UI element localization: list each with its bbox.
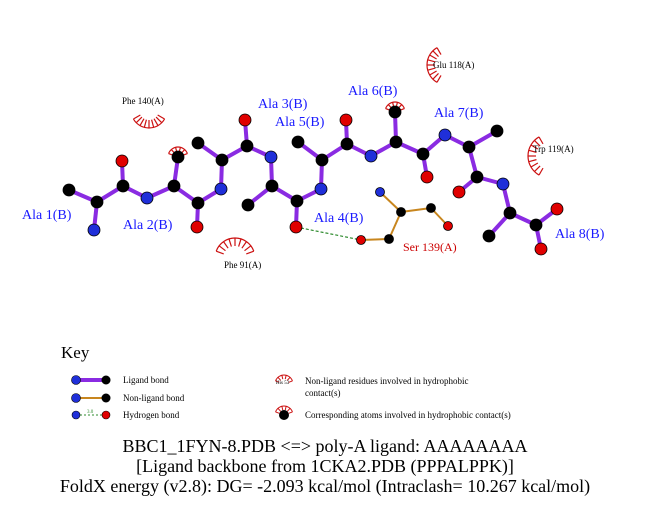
residue-label-ala1: Ala 1(B) xyxy=(22,208,72,223)
carbon-atom xyxy=(265,179,279,193)
oxygen-atom xyxy=(115,154,129,168)
key-ligand-bond-label: Ligand bond xyxy=(123,375,169,385)
residue-label-ala6: Ala 6(B) xyxy=(348,84,398,99)
key-corresponding-atom xyxy=(279,410,289,420)
carbon-atom xyxy=(62,183,76,197)
key-nonligand-residues-line2: contact(s) xyxy=(305,388,340,398)
oxygen-atom xyxy=(238,113,252,127)
carbon-atom xyxy=(240,139,254,153)
key-hydrophobic-arc-icon xyxy=(275,374,293,383)
nonligand-bond xyxy=(388,211,402,240)
caption-line-1: BBC1_1FYN-8.PDB <=> poly-A ligand: AAAAA… xyxy=(123,436,528,456)
nitrogen-atom xyxy=(364,149,378,163)
carbon-atom xyxy=(171,150,185,164)
carbon-atom xyxy=(315,153,329,167)
oxygen-atom xyxy=(550,202,564,216)
residue-label-ser139: Ser 139(A) xyxy=(403,240,457,254)
carbon-atom xyxy=(462,140,476,154)
carbon-atom xyxy=(191,196,205,210)
carbon-atom xyxy=(241,198,255,212)
key-hbond-atom-right xyxy=(101,410,111,420)
residue-label-ala7: Ala 7(B) xyxy=(434,106,484,121)
key-arc xyxy=(275,374,293,383)
nonligand-bonds xyxy=(360,191,449,241)
caption-line-2: [Ligand backbone from 1CKA2.PDB (PPPALPP… xyxy=(136,456,514,477)
oxygen-atom xyxy=(190,220,204,234)
nonligand-bond xyxy=(400,207,432,213)
carbon-atom xyxy=(482,229,496,243)
nitrogen-atom xyxy=(496,177,510,191)
caption-line-3: FoldX energy (v2.8): DG= -2.093 kcal/mol… xyxy=(60,476,590,497)
key-nonligand-atom-right xyxy=(101,393,111,403)
key-corresponding-atom-icon xyxy=(275,405,293,414)
carbon-atom xyxy=(388,105,402,119)
key-hbond-label: Hydrogen bond xyxy=(123,410,180,420)
carbon-atom xyxy=(340,137,354,151)
oxygen-atom xyxy=(534,242,548,256)
residue-label-ala4: Ala 4(B) xyxy=(314,211,364,226)
carbon-atom xyxy=(503,206,517,220)
carbon-atom xyxy=(90,195,104,209)
hydrophobic-arc-phe91 xyxy=(215,237,255,255)
nitrogen-atom xyxy=(214,182,228,196)
hydrophobic-label-phe140: Phe 140(A) xyxy=(122,96,164,106)
key-nonligand-bond-label: Non-ligand bond xyxy=(123,393,185,403)
hydrogen-bond xyxy=(295,226,362,241)
carbon-atom xyxy=(167,179,181,193)
nitrogen-atom xyxy=(140,191,154,205)
residue-label-ala8: Ala 8(B) xyxy=(555,227,605,242)
residue-label-ala5: Ala 5(B) xyxy=(275,115,325,130)
hydrophobic-arc-glu118 xyxy=(426,47,442,83)
key-nonligand-residues-line1: Non-ligand residues involved in hydropho… xyxy=(305,376,468,386)
key-nonligand-atom-left xyxy=(71,393,81,403)
carbon-atom xyxy=(426,203,436,213)
key: Key Ligand bond Non-ligand bond 3.0 Hydr… xyxy=(61,343,511,420)
nitrogen-atom xyxy=(264,150,278,164)
carbon-atom xyxy=(416,147,430,161)
caption: BBC1_1FYN-8.PDB <=> poly-A ligand: AAAAA… xyxy=(60,436,590,497)
key-atom-arc xyxy=(275,405,293,414)
hydrophobic-arc-trp119 xyxy=(527,136,544,176)
hydrophobic-arc-phe140 xyxy=(132,114,166,129)
residue-label-ala3: Ala 3(B) xyxy=(258,97,308,112)
carbon-atom xyxy=(384,234,394,244)
nitrogen-atom xyxy=(87,223,101,237)
carbon-atom xyxy=(470,170,484,184)
carbon-atom xyxy=(290,194,304,208)
oxygen-atom xyxy=(289,220,303,234)
hydrophobic-label-phe91: Phe 91(A) xyxy=(224,260,261,270)
carbon-atom xyxy=(116,179,130,193)
residue-label-ala2: Ala 2(B) xyxy=(123,218,173,233)
key-sample-residue: His 53 xyxy=(276,381,290,386)
carbon-atom xyxy=(396,207,406,217)
oxygen-atom xyxy=(452,185,466,199)
oxygen-atom xyxy=(339,113,353,127)
hydrophobic-label-trp119: Trp 119(A) xyxy=(533,144,574,154)
carbon-atom xyxy=(389,135,403,149)
key-ligand-atom-right xyxy=(101,375,111,385)
oxygen-atom xyxy=(420,170,434,184)
key-ligand-atom-left xyxy=(71,375,81,385)
oxygen-atom xyxy=(356,235,366,245)
carbon-atom xyxy=(291,135,305,149)
carbon-atom xyxy=(215,153,229,167)
carbon-atom xyxy=(529,218,543,232)
carbon-atom xyxy=(191,136,205,150)
carbon-atom xyxy=(490,124,504,138)
oxygen-atom xyxy=(443,221,453,231)
key-corresponding-atoms-label: Corresponding atoms involved in hydropho… xyxy=(305,410,511,420)
hydrophobic-labels: Phe 140(A) Glu 118(A) Trp 119(A) Phe 91(… xyxy=(122,60,574,270)
atoms xyxy=(62,105,564,256)
nitrogen-atom xyxy=(314,182,328,196)
hydrophobic-label-glu118: Glu 118(A) xyxy=(433,60,474,70)
key-hbond-atom-left xyxy=(71,410,81,420)
residue-labels: Ala 1(B) Ala 2(B) Ala 3(B) Ala 5(B) Ala … xyxy=(22,84,605,254)
nitrogen-atom xyxy=(438,128,452,142)
key-title: Key xyxy=(61,343,90,362)
nitrogen-atom xyxy=(375,187,385,197)
key-hbond-distance: 3.0 xyxy=(87,410,94,415)
